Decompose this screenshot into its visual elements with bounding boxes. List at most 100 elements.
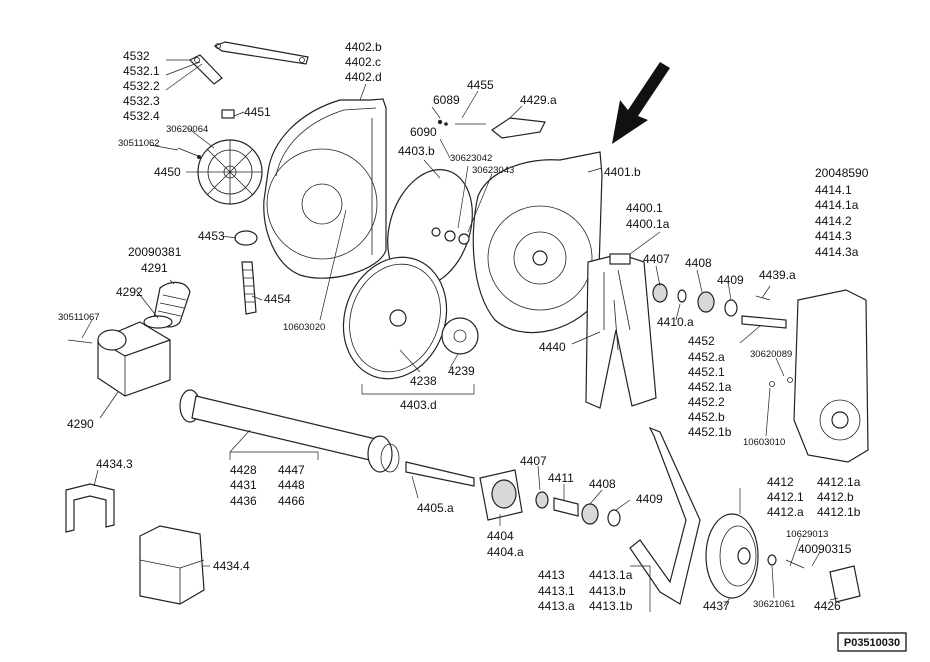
coupling-part xyxy=(829,565,861,603)
label-6090: 6090 xyxy=(410,125,437,139)
label-4403d: 4403.d xyxy=(400,398,437,412)
label-4413-1: 4413.1 xyxy=(538,584,575,598)
label-4239: 4239 xyxy=(448,364,475,378)
label-4413b: 4413.b xyxy=(589,584,626,598)
leader-lines xyxy=(81,59,839,612)
label-4409-lower: 4409 xyxy=(636,492,663,506)
drive-shaft-lower-part xyxy=(405,461,475,487)
label-4437: 4437 xyxy=(703,599,730,613)
label-30623043: 30623043 xyxy=(472,165,514,176)
label-30511062: 30511062 xyxy=(118,138,160,149)
label-30621061: 30621061 xyxy=(753,599,795,610)
label-6089: 6089 xyxy=(433,93,460,107)
bolt-part xyxy=(177,147,201,159)
v-belt-part xyxy=(629,426,701,605)
label-20048590: 20048590 xyxy=(815,166,869,180)
drawing-number-box: P03510030 xyxy=(837,632,907,652)
label-4402c: 4402.c xyxy=(345,55,381,69)
label-4532-1: 4532.1 xyxy=(123,64,160,78)
label-10603020: 10603020 xyxy=(283,322,325,333)
pto-shaft-part xyxy=(179,389,400,473)
nut-part xyxy=(769,377,793,387)
label-4405a: 4405.a xyxy=(417,501,454,515)
label-4414-2: 4414.2 xyxy=(815,214,852,228)
label-4414-3a: 4414.3a xyxy=(815,245,859,259)
label-4401b: 4401.b xyxy=(604,165,641,179)
label-30623042: 30623042 xyxy=(450,153,492,164)
label-4452-1: 4452.1 xyxy=(688,365,725,379)
bracket-bar-part xyxy=(188,41,309,85)
label-4452b: 4452.b xyxy=(688,410,725,424)
label-4400-1a: 4400.1a xyxy=(626,217,670,231)
bearing-lower-part xyxy=(535,491,621,527)
label-4452a: 4452.a xyxy=(688,350,725,364)
fan-wheel-part xyxy=(197,109,263,205)
label-4403b: 4403.b xyxy=(398,144,435,158)
intake-box-part xyxy=(97,321,171,397)
label-4413-1a: 4413.1a xyxy=(589,568,633,582)
label-4402b: 4402.b xyxy=(345,40,382,54)
label-4452: 4452 xyxy=(688,334,715,348)
label-20090381: 20090381 xyxy=(128,245,182,259)
label-4408-lower: 4408 xyxy=(589,477,616,491)
label-4434-3: 4434.3 xyxy=(96,457,133,471)
pulley-part xyxy=(705,513,759,599)
cover-small-part xyxy=(65,483,115,533)
label-4407-upper: 4407 xyxy=(643,252,670,266)
label-4439a: 4439.a xyxy=(759,268,796,282)
label-4411: 4411 xyxy=(548,471,574,485)
label-4447: 4447 xyxy=(278,463,305,477)
guard-block-part xyxy=(139,525,205,605)
label-4452-2: 4452.2 xyxy=(688,395,725,409)
label-4238: 4238 xyxy=(410,374,437,388)
label-4455: 4455 xyxy=(467,78,494,92)
label-10629013: 10629013 xyxy=(786,529,828,540)
label-4454: 4454 xyxy=(264,292,291,306)
label-4414-1a: 4414.1a xyxy=(815,198,859,212)
label-4402d: 4402.d xyxy=(345,70,382,84)
label-4466: 4466 xyxy=(278,494,305,508)
part-labels: 4532 4532.1 4532.2 4532.3 4532.4 4402.b … xyxy=(58,40,869,613)
label-4412a: 4412.a xyxy=(767,505,804,519)
label-4431: 4431 xyxy=(230,478,257,492)
label-40090315: 40090315 xyxy=(798,542,852,556)
label-4452-1b: 4452.1b xyxy=(688,425,732,439)
belt-guard-part xyxy=(793,289,869,463)
label-4400-1: 4400.1 xyxy=(626,201,663,215)
screw-part xyxy=(67,339,93,344)
label-30511067: 30511067 xyxy=(58,312,100,323)
indicator-arrow-icon xyxy=(612,62,670,144)
label-4453: 4453 xyxy=(198,229,225,243)
label-4440: 4440 xyxy=(539,340,566,354)
label-30620089: 30620089 xyxy=(750,349,792,360)
label-4412: 4412 xyxy=(767,475,794,489)
label-4451: 4451 xyxy=(244,105,271,119)
label-4412b: 4412.b xyxy=(817,490,854,504)
label-4291: 4291 xyxy=(141,261,168,275)
deflector-part xyxy=(490,117,546,139)
fan-housing-left-part xyxy=(263,98,387,279)
label-4404a: 4404.a xyxy=(487,545,524,559)
label-4408-upper: 4408 xyxy=(685,256,712,270)
bearing-frame-part xyxy=(585,253,657,409)
drawing-number: P03510030 xyxy=(844,637,900,649)
label-4290: 4290 xyxy=(67,417,94,431)
label-4532-2: 4532.2 xyxy=(123,79,160,93)
label-4412-1a: 4412.1a xyxy=(817,475,861,489)
label-4428: 4428 xyxy=(230,463,257,477)
fan-housing-right-part xyxy=(472,151,603,334)
label-4532-3: 4532.3 xyxy=(123,94,160,108)
pin-part xyxy=(437,119,486,126)
label-4404: 4404 xyxy=(487,529,514,543)
label-4407-lower: 4407 xyxy=(520,454,547,468)
label-4292: 4292 xyxy=(116,285,143,299)
label-30620064: 30620064 xyxy=(166,124,208,135)
label-4452-1a: 4452.1a xyxy=(688,380,732,394)
hose-part xyxy=(241,261,257,315)
label-4409-upper: 4409 xyxy=(717,273,744,287)
label-4426: 4426 xyxy=(814,599,841,613)
bearing-upper-part xyxy=(652,283,771,317)
label-4532: 4532 xyxy=(123,49,150,63)
bearing-flange-part xyxy=(479,469,523,521)
label-4413: 4413 xyxy=(538,568,565,582)
